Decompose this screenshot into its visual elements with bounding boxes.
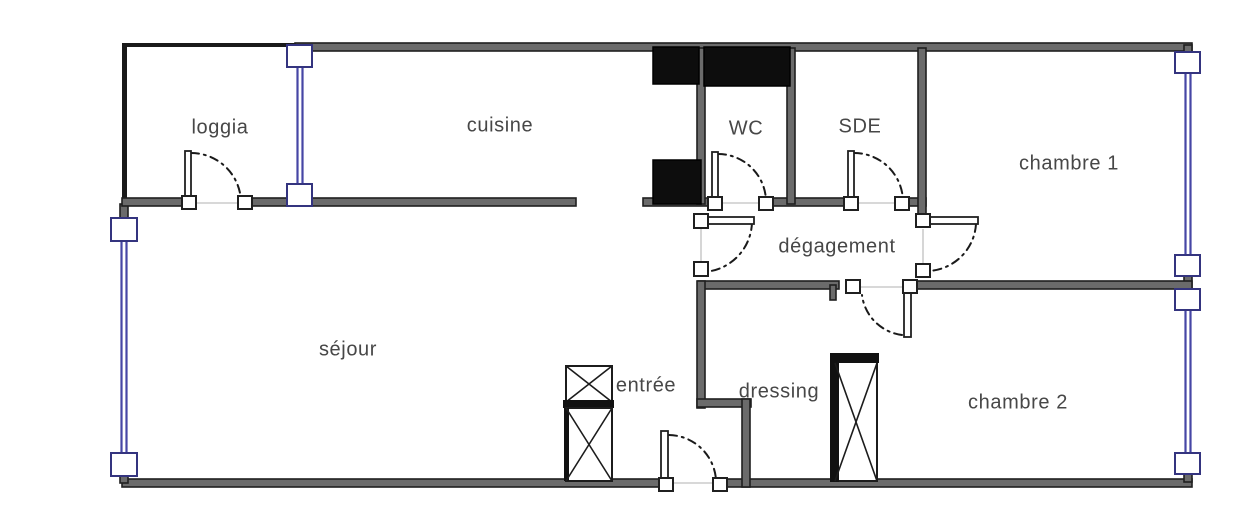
exterior-walls	[119, 42, 1193, 488]
chambre-divider-wall	[915, 280, 1193, 290]
window-symbol-chambre1	[1174, 51, 1201, 277]
room-label-cuisine: cuisine	[466, 114, 534, 137]
room-label-loggia: loggia	[191, 116, 249, 139]
interior-walls	[696, 47, 1193, 488]
room-label-entree: entrée	[615, 374, 677, 397]
facade-seg-5	[772, 197, 849, 207]
wall-tick	[829, 284, 837, 301]
window-symbol-sejour-left	[110, 217, 138, 477]
room-label-dressing: dressing	[738, 380, 820, 403]
sde-chambre1-wall	[917, 47, 927, 217]
room-label-sde: SDE	[838, 115, 882, 138]
room-label-chambre-1: chambre 1	[1019, 152, 1119, 175]
closet-cross-symbol-entree-upper	[565, 365, 613, 403]
room-label-sejour: séjour	[318, 338, 378, 361]
facade-seg-3	[300, 197, 577, 207]
shafts	[652, 46, 791, 205]
room-label-degagement: dégagement	[778, 235, 896, 258]
door-swing-symbol-sde	[843, 150, 910, 211]
door-swing-symbol-wc	[707, 151, 774, 211]
loggia-left-wall	[122, 43, 127, 204]
window-symbol-loggia-cuisine	[286, 44, 313, 207]
entree-dressing-wall-mid	[696, 398, 752, 408]
closet-shelf-bar	[563, 400, 614, 408]
windows	[110, 44, 1201, 477]
wc-sde-wall	[786, 47, 796, 205]
room-label-wc: WC	[728, 117, 764, 140]
loggia-walls	[122, 43, 302, 204]
closets	[563, 353, 879, 482]
shaft-symbol-3	[652, 159, 702, 205]
window-symbol-chambre2	[1174, 288, 1201, 475]
shaft-symbol-1	[652, 46, 700, 85]
room-label-chambre-2: chambre 2	[968, 391, 1068, 414]
shaft-symbol-2	[703, 46, 791, 87]
closet-cross-symbol-entree-lower	[564, 407, 613, 482]
entree-dressing-wall-upper	[696, 280, 706, 409]
bottom-wall-right	[720, 478, 1193, 488]
door-swing-symbol-sejour-degagement	[693, 213, 755, 277]
door-swing-symbol-chambre2	[845, 279, 918, 338]
door-swing-symbol-chambre1	[915, 213, 979, 278]
loggia-top-wall	[122, 43, 302, 47]
closet-cross-symbol-dressing	[830, 353, 879, 482]
degagement-bottom-wall	[697, 280, 840, 290]
door-swing-symbol-loggia	[181, 150, 253, 210]
doors	[181, 150, 979, 492]
entree-dressing-wall-lower	[741, 398, 751, 488]
door-swing-symbol-entrance	[658, 430, 728, 492]
facade-seg-1	[121, 197, 190, 207]
